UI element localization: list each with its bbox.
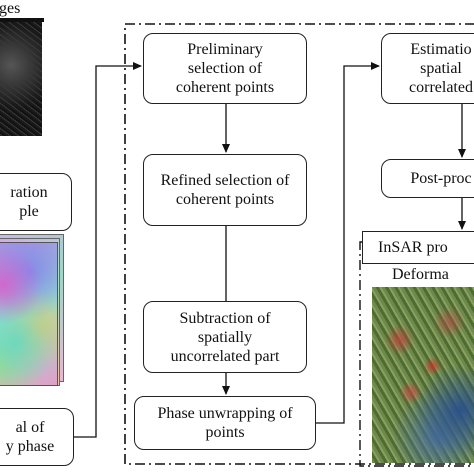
phase-unwrapping-label: Phase unwrapping of points: [157, 405, 293, 441]
phase-unwrapping-box: Phase unwrapping of points: [134, 396, 316, 450]
sar-images-label: ges: [0, 0, 21, 17]
preliminary-selection-label: Preliminary selection of coherent points: [175, 41, 275, 96]
preliminary-selection-box: Preliminary selection of coherent points: [143, 33, 307, 104]
registration-box: ration ple: [0, 173, 72, 231]
postproc-label: Post-proc: [410, 170, 472, 187]
removal-label: al of y phase: [5, 419, 55, 455]
arrow-removal-to-selection: [74, 62, 142, 438]
processing-frame: [124, 23, 474, 465]
estimation-box: Estimatio spatial correlated: [381, 33, 474, 104]
deformation-map: [372, 287, 474, 463]
subtraction-label: Subtraction of spatially uncorrelated pa…: [170, 309, 280, 365]
removal-box: al of y phase: [0, 408, 74, 466]
sar-image-thumbnail: [0, 18, 42, 136]
postproc-box: Post-proc: [381, 159, 474, 198]
refined-selection-box: Refined selection of coherent points: [143, 154, 307, 226]
insar-product-label: InSAR pro: [378, 239, 448, 256]
arrow-unwrap-to-estimation: [316, 62, 380, 424]
estimation-label: Estimatio spatial correlated: [409, 41, 473, 96]
sar-image-bar: [0, 18, 44, 22]
registration-label: ration ple: [10, 184, 48, 220]
refined-selection-label: Refined selection of coherent points: [160, 172, 290, 208]
insar-product-box: InSAR pro: [362, 231, 474, 264]
deformation-label: Deforma: [392, 266, 449, 283]
interferogram-front: [0, 242, 58, 386]
subtraction-box: Subtraction of spatially uncorrelated pa…: [143, 301, 307, 373]
